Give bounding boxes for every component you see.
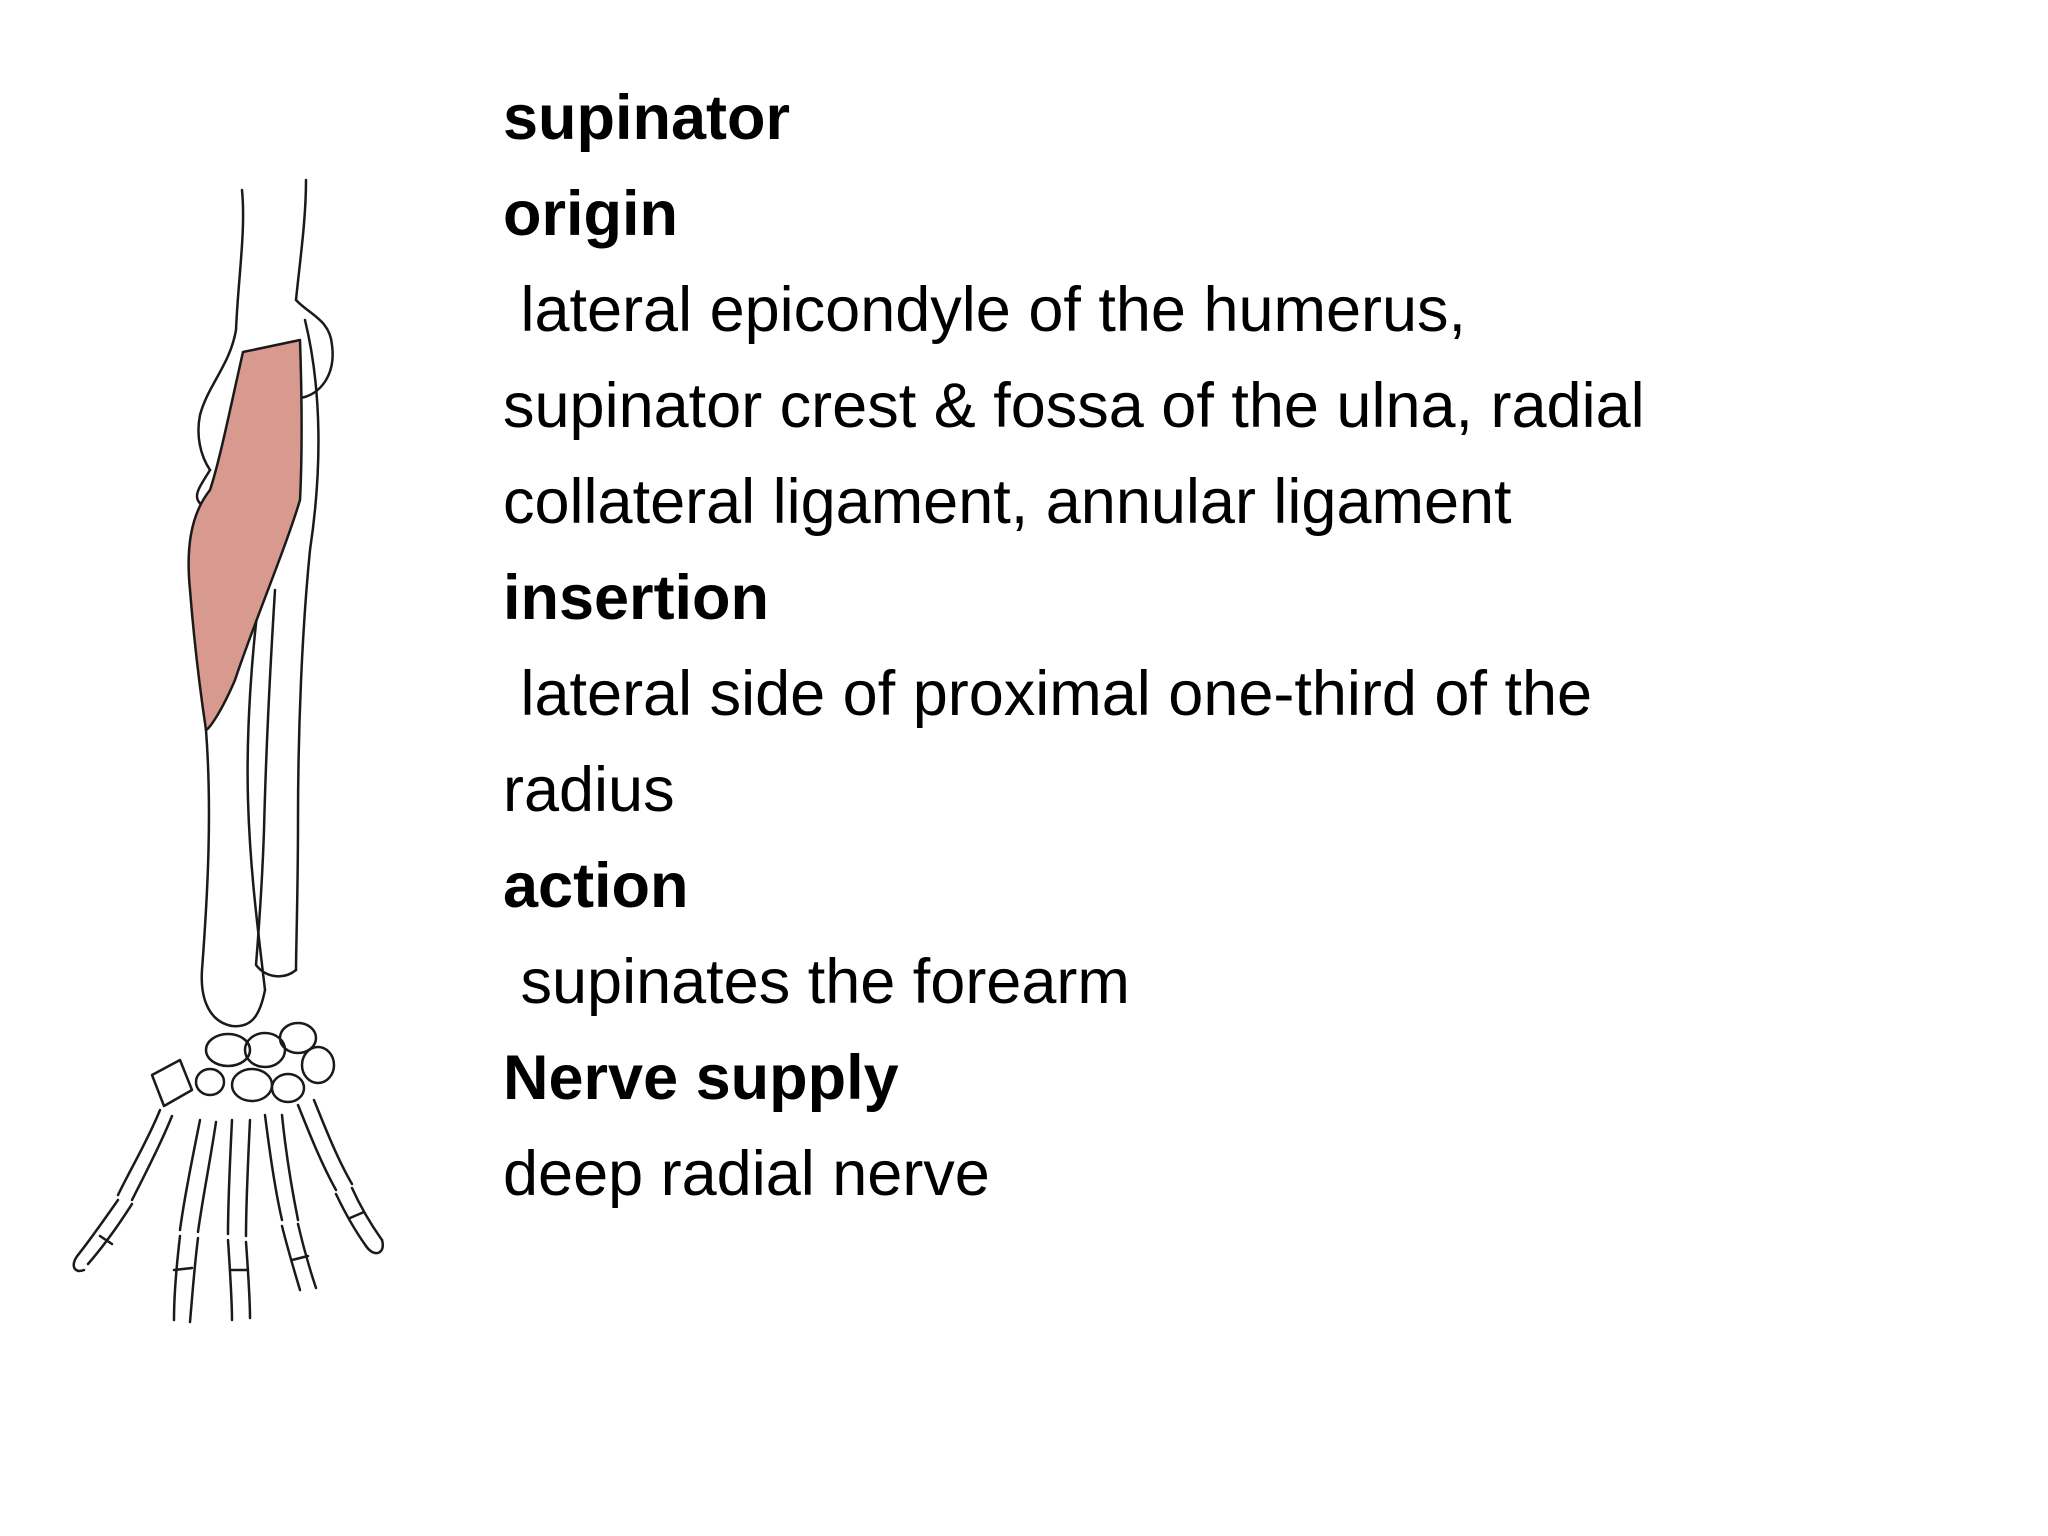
supinator-muscle	[187, 338, 303, 732]
carpal-4	[300, 1045, 336, 1085]
thumb-tip	[72, 1253, 86, 1273]
nerve-supply-heading: Nerve supply	[503, 1043, 899, 1113]
trapezium	[150, 1058, 194, 1108]
thumb-metacarpal	[116, 1108, 174, 1202]
thumb-phalanx	[76, 1198, 134, 1266]
little-finger-tip	[364, 1238, 385, 1255]
index-phalanges	[172, 1234, 200, 1324]
radius-inner-edge	[246, 588, 267, 992]
middle-phalanges	[226, 1238, 252, 1322]
ulna-inner-edge	[254, 588, 298, 978]
index-metacarpal	[178, 1118, 218, 1234]
ulna-outer-edge	[294, 318, 320, 972]
origin-line: supinator crest & fossa of the ulna, rad…	[503, 371, 1645, 441]
little-phalanges	[334, 1186, 384, 1248]
carpal-7	[270, 1072, 306, 1104]
forearm-skeleton-drawing	[72, 178, 385, 1324]
humerus-outline-right	[294, 178, 308, 302]
muscle-title: supinator	[503, 83, 791, 153]
insertion-heading: insertion	[503, 563, 770, 633]
carpal-5	[194, 1067, 226, 1097]
forearm-illustration	[60, 170, 480, 1330]
origin-line: collateral ligament, annular ligament	[503, 467, 1512, 537]
insertion-line: lateral side of proximal one-third of th…	[503, 659, 1593, 729]
origin-heading: origin	[503, 179, 678, 249]
humerus-outline-left	[197, 188, 245, 472]
middle-metacarpal	[226, 1118, 252, 1238]
carpal-3	[278, 1021, 318, 1055]
origin-line: lateral epicondyle of the humerus,	[503, 275, 1467, 345]
nerve-supply-line: deep radial nerve	[503, 1139, 990, 1209]
finger-joints	[98, 1210, 366, 1272]
action-heading: action	[503, 851, 689, 921]
carpal-2	[243, 1031, 287, 1069]
muscle-description: supinator origin lateral epicondyle of t…	[503, 70, 1923, 1222]
ring-metacarpal	[263, 1113, 300, 1222]
carpal-1	[204, 1032, 252, 1068]
little-metacarpal	[296, 1098, 354, 1192]
carpal-6	[230, 1067, 274, 1103]
insertion-line: radius	[503, 755, 675, 825]
action-line: supinates the forearm	[503, 947, 1130, 1017]
